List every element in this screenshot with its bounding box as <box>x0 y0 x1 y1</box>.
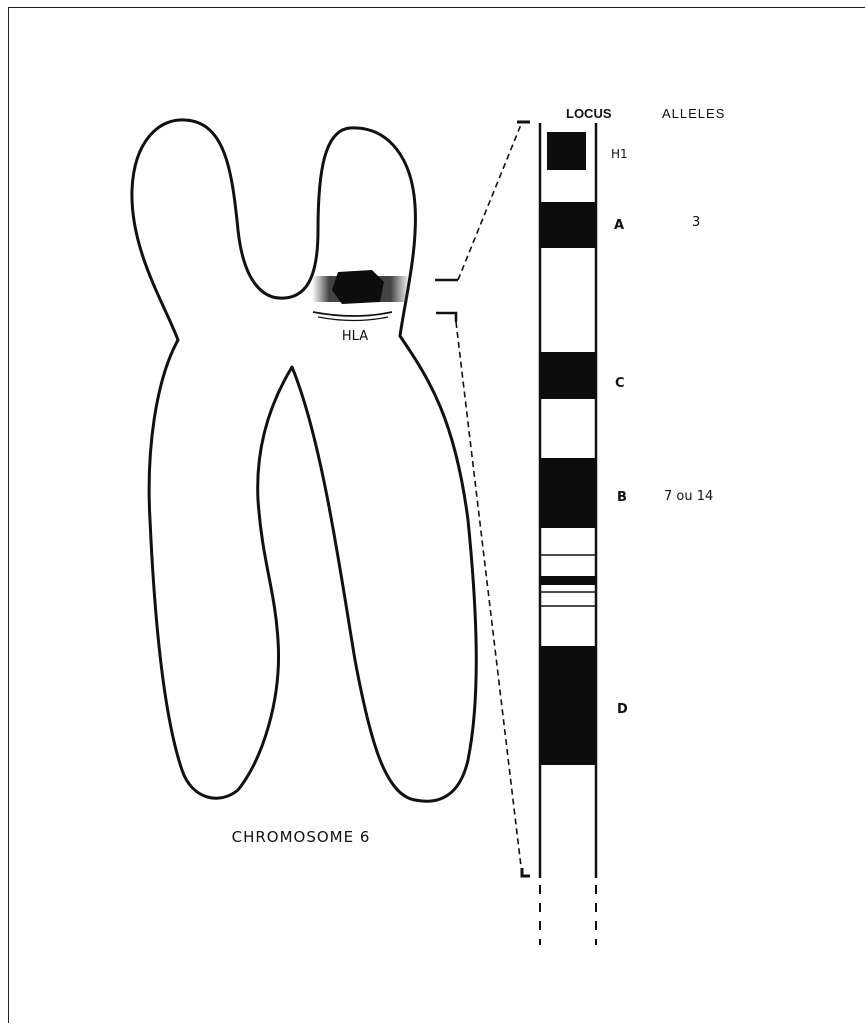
locus-name-c: C <box>615 376 625 391</box>
locus-name-b: B <box>617 490 627 505</box>
band-c <box>540 352 596 399</box>
lower-bracket-stub <box>436 313 456 322</box>
hla-label: HLA <box>342 329 368 344</box>
band-h1 <box>547 132 586 170</box>
chromosome-caption: CHROMOSOME 6 <box>232 828 371 846</box>
locus-name-a: A <box>614 218 624 233</box>
alleles-b: 7 ou 14 <box>664 489 713 504</box>
locus-header: LOCUS <box>566 106 612 121</box>
locus-name-d: D <box>617 702 628 717</box>
locus-column <box>540 123 596 945</box>
hla-band <box>332 270 384 304</box>
lower-bracket <box>522 868 530 876</box>
upper-dashed-connector <box>458 122 522 280</box>
band-a <box>540 202 596 248</box>
band-b <box>540 458 596 528</box>
hla-underline <box>313 312 392 316</box>
lower-dashed-connector <box>456 322 522 875</box>
alleles-header: ALLELES <box>662 106 725 121</box>
hla-underline-2 <box>318 317 388 321</box>
band-d <box>540 646 596 765</box>
chromosome-outline <box>132 120 476 801</box>
band-thin <box>540 576 596 585</box>
alleles-a: 3 <box>692 215 700 230</box>
locus-name-h1: H1 <box>611 147 628 161</box>
